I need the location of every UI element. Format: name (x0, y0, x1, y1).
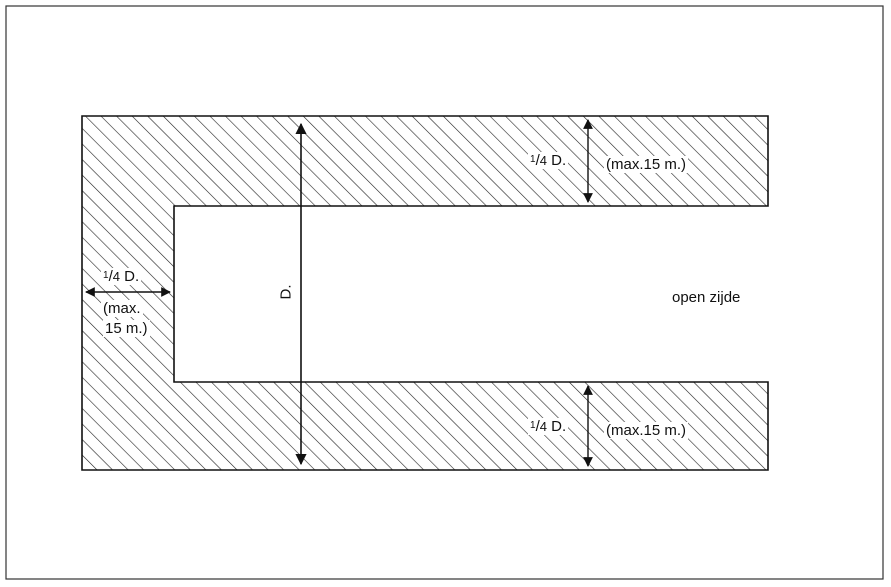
bottom-max-label: (max.15 m.) (604, 422, 689, 439)
left-max-label-line1: (max. (101, 300, 143, 317)
top-max-label: (max.15 m.) (604, 156, 689, 173)
left-max-label-line2: 15 m.) (103, 320, 150, 337)
open-side-label: open zijde (670, 289, 743, 306)
top-quarter-label: 1/4 D. (528, 152, 569, 169)
figure-frame (5, 5, 884, 580)
hatched-zone (81, 115, 769, 471)
bottom-quarter-label: 1/4 D. (528, 418, 569, 435)
left-quarter-label: 1/4 D. (101, 268, 142, 285)
depth-label: D. (277, 283, 295, 301)
